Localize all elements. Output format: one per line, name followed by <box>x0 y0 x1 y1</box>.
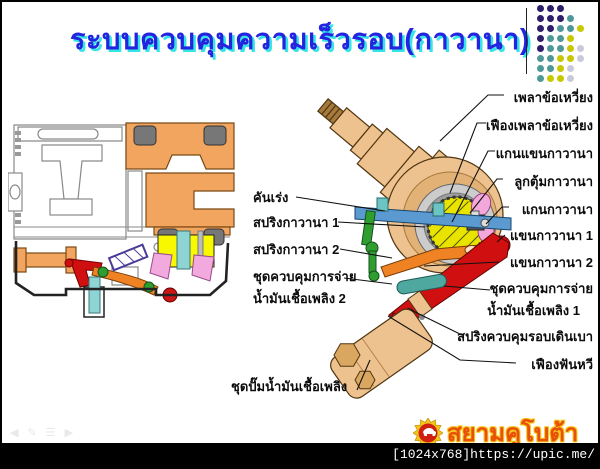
decor-dot <box>547 35 554 42</box>
presenter-controls: ◀ ✎ ☰ ▶ <box>10 426 73 439</box>
governor-sleeve-left <box>176 230 191 270</box>
decor-dot <box>567 75 574 82</box>
label-crankshaft-gear: เฟืองเพลาข้อเหวี่ยง <box>485 118 593 133</box>
elephant-gear-icon <box>413 417 443 443</box>
engine-cross-section-diagram <box>8 122 235 318</box>
decor-dot <box>567 55 574 62</box>
logo-text: สยามคูโบต้า <box>447 420 579 443</box>
governor-weight-left-2 <box>191 254 215 282</box>
label-comb-gear: เฟืองฟันหวี <box>531 357 593 372</box>
decor-dot <box>557 55 564 62</box>
decor-dot <box>557 45 564 52</box>
label-governor-arm-2: แขนกาวานา 2 <box>510 255 593 270</box>
decor-dot <box>537 5 544 12</box>
dot-grid-rule <box>526 8 527 74</box>
decor-dot <box>537 25 544 32</box>
pump-hex-bolt-1 <box>333 343 361 367</box>
governor-weight-left-1 <box>149 252 173 280</box>
decor-dot <box>567 65 574 72</box>
slide-menu-button[interactable]: ☰ <box>45 427 56 439</box>
label-governor-spring-2: สปริงกาวานา 2 <box>253 242 340 257</box>
label-fuel-control-2-line1: ชุดควบคุมการจ่าย <box>253 269 357 284</box>
pen-tool-button[interactable]: ✎ <box>27 427 37 439</box>
decor-dot <box>557 75 564 82</box>
label-fuel-pump: ชุดปั๊มน้ำมันเชื้อเพลิง <box>231 379 348 394</box>
decor-dot <box>537 45 544 52</box>
decor-dot <box>547 15 554 22</box>
decor-dot <box>537 65 544 72</box>
pivot-left-1 <box>97 266 109 278</box>
decor-dot <box>537 75 544 82</box>
decor-dot <box>567 15 574 22</box>
label-idle-spring: สปริงควบคุมรอบเดินเบา <box>457 329 593 344</box>
plunger-left <box>88 276 101 314</box>
flywheel-teeth <box>15 131 21 224</box>
label-governor-shaft: แกนกาวานา <box>521 202 593 217</box>
dot-grid <box>536 4 586 84</box>
label-governor-arm-1: แขนกาวานา 1 <box>510 228 593 243</box>
decor-dot <box>547 25 554 32</box>
label-throttle-lever: คันเร่ง <box>253 190 289 205</box>
decor-dot <box>537 35 544 42</box>
decor-dot <box>547 75 554 82</box>
decor-dot <box>567 45 574 52</box>
crankcase-outline <box>14 241 230 297</box>
governor-spring-left <box>107 243 149 272</box>
label-governor-spring-1: สปริงกาวานา 1 <box>253 215 340 230</box>
decor-dot <box>577 45 584 52</box>
decor-dot <box>547 65 554 72</box>
decor-dot <box>557 5 564 12</box>
label-crankshaft: เพลาข้อเหวี่ยง <box>513 90 593 105</box>
previous-slide-button[interactable]: ◀ <box>10 427 19 439</box>
comb-gear <box>396 273 447 295</box>
decor-dot <box>547 5 554 12</box>
pivot-left-2 <box>143 281 155 293</box>
decor-dot <box>547 55 554 62</box>
upic-credit-bar: [1024x768]https://upic.me/ <box>0 443 600 469</box>
decor-dot <box>577 55 584 62</box>
pump-hex-bolt-2 <box>354 370 376 390</box>
decor-dot <box>567 25 574 32</box>
decor-dot <box>547 45 554 52</box>
decor-dot <box>557 35 564 42</box>
decor-dot <box>577 25 584 32</box>
label-fuel-control-1-line2: น้ำมันเชื้อเพลิง 1 <box>487 303 580 318</box>
decor-dot <box>567 35 574 42</box>
decor-dot <box>557 65 564 72</box>
presentation-slide: ระบบควบคุมความเร็วรอบ(กาวานา) <box>2 2 598 443</box>
slide-title: ระบบควบคุมความเร็วรอบ(กาวานา) <box>69 24 531 56</box>
decor-dot <box>557 25 564 32</box>
credit-text: [1024x768]https://upic.me/ <box>392 447 595 462</box>
decor-dot <box>537 15 544 22</box>
label-governor-weight: ลูกตุ้มกาวานา <box>514 174 593 189</box>
decor-dot <box>537 55 544 62</box>
label-fuel-control-1-line1: ชุดควบคุมการจ่าย <box>489 281 593 296</box>
kubota-logo: สยามคูโบต้า <box>413 413 578 443</box>
label-governor-arm-shaft: แกนแขนกาวานา <box>495 146 593 161</box>
label-fuel-control-2-line2: น้ำมันเชื้อเพลิง 2 <box>253 291 346 306</box>
red-bell-crank <box>69 258 103 288</box>
next-slide-button[interactable]: ▶ <box>64 427 74 439</box>
decor-dot <box>557 15 564 22</box>
